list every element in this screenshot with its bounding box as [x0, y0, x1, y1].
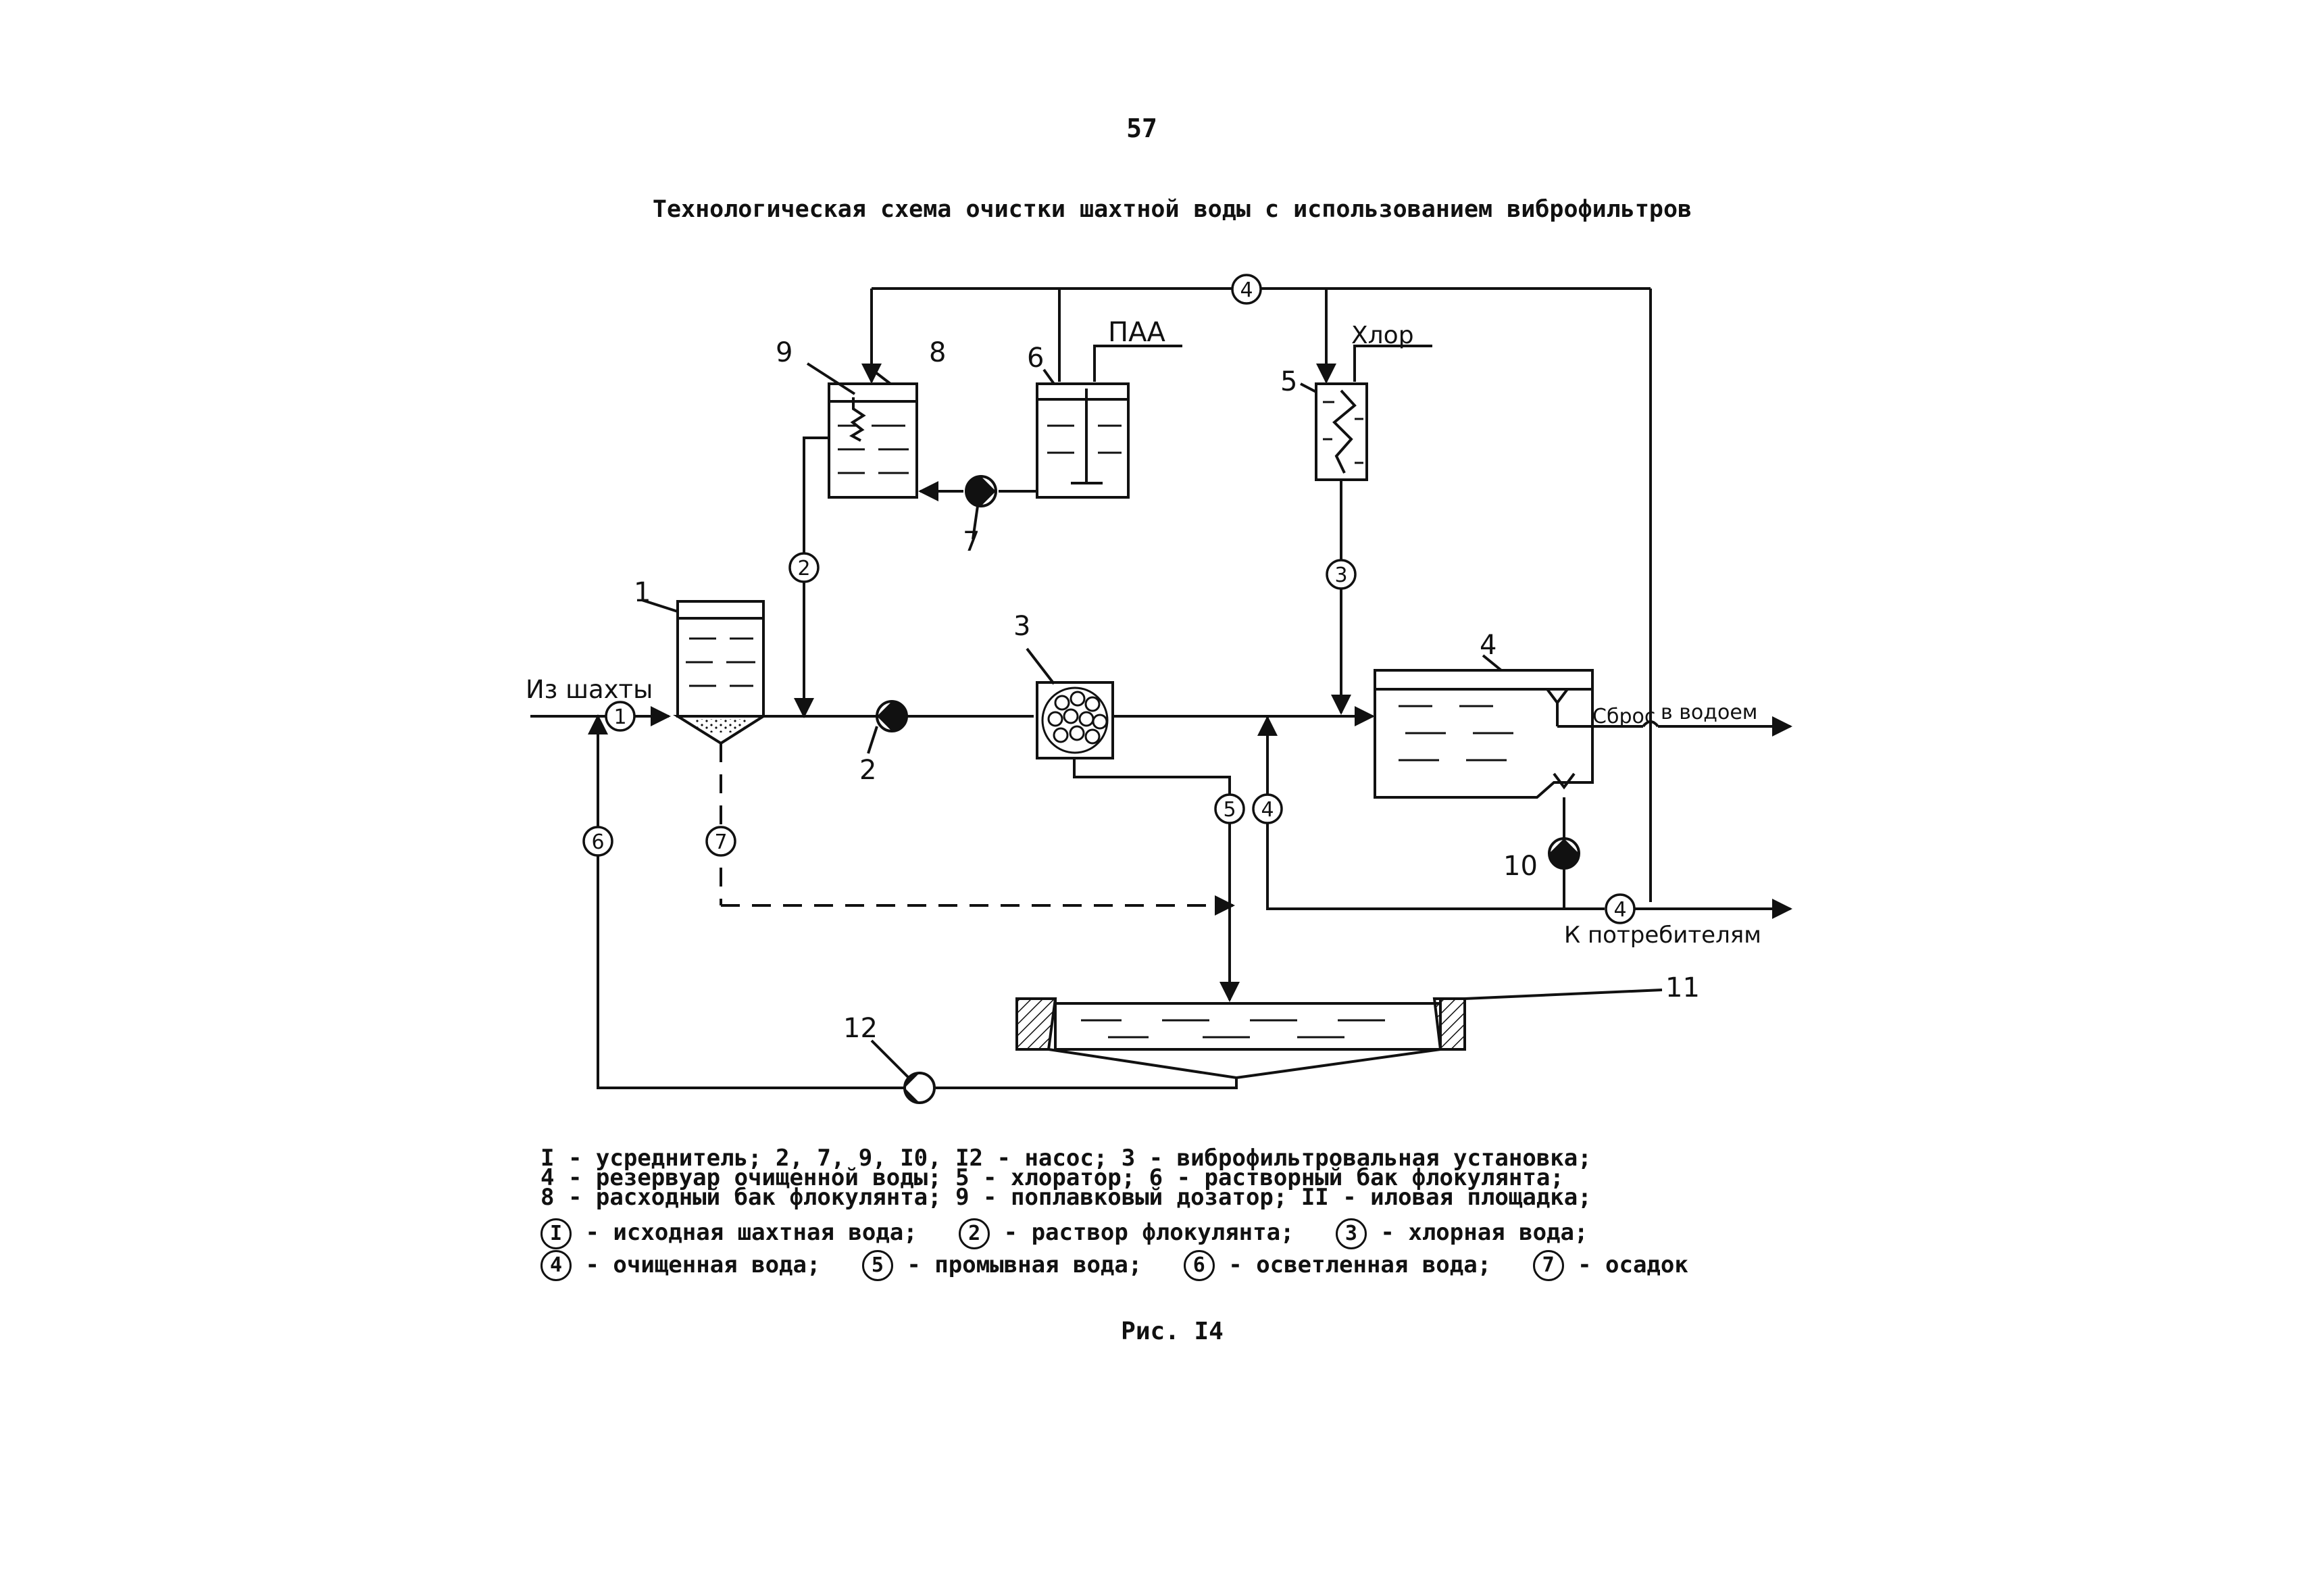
equip-label-8: 8: [929, 337, 946, 368]
clarified-water-line: [936, 1078, 1238, 1089]
legend-line-3: 8 - расходный бак флокулянта; 9 - поплав…: [540, 1184, 1592, 1211]
consumers-label: К потребителям: [1564, 922, 1761, 949]
legend: I - усреднитель; 2, 7, 9, I0, I2 - насос…: [540, 1145, 1824, 1281]
flow-marker-label: 4: [1613, 898, 1626, 922]
tank-8: [828, 382, 918, 499]
paa-label: ПАА: [1108, 317, 1165, 348]
equalizer-sediment: [696, 719, 747, 732]
equip-label-6: 6: [1027, 343, 1044, 374]
equip-label-11: 11: [1665, 972, 1700, 1003]
equip-label-5: 5: [1280, 366, 1297, 397]
flow-marker-label: 5: [1223, 798, 1236, 822]
equip-label-3: 3: [1013, 611, 1030, 642]
flow-marker-circle: [605, 701, 636, 732]
sludge-bed-bottom: [1048, 1048, 1441, 1080]
flocculant-line: [794, 437, 829, 718]
flow-marker-label: 1: [613, 705, 626, 729]
flow-marker-label: 4: [1261, 798, 1274, 822]
figure-caption: Рис. I4: [1121, 1318, 1224, 1345]
flow-marker-circle: [1214, 793, 1245, 824]
flow-marker-label: 2: [797, 557, 810, 580]
legend-flows-row-1: I - исходная шахтная вода; 2 - раствор ф…: [540, 1217, 1824, 1249]
flow-marker-label: 7: [714, 830, 727, 854]
reservoir-4: [1374, 669, 1594, 799]
flow-symbol-2: 2: [959, 1218, 990, 1249]
legend-line-2: 4 - резервуар очищенной воды; 5 - хлорат…: [540, 1164, 1564, 1191]
equip-label-2: 2: [859, 755, 876, 786]
flow-marker-circle: [1252, 793, 1283, 824]
paa-input-line: [1093, 345, 1182, 382]
wash-water-line: [1073, 758, 1240, 1002]
page-number: 57: [1126, 114, 1157, 143]
chlorine-input-line: [1353, 345, 1432, 382]
flow-text-6: - осветленная вода;: [1214, 1251, 1492, 1278]
treated-water-return-line: [1257, 716, 1567, 910]
flow-marker-label: 4: [1240, 278, 1253, 302]
flow-marker-circle: [1326, 559, 1357, 590]
flow-marker-circle: [1231, 274, 1262, 305]
equip-label-9: 9: [776, 337, 793, 368]
flow-symbol-4: 4: [540, 1250, 572, 1281]
float-doser-9: [849, 397, 866, 442]
equip-label-12: 12: [843, 1013, 878, 1044]
equip-label-4: 4: [1480, 630, 1496, 661]
flow-text-1: - исходная шахтная вода;: [572, 1219, 917, 1246]
flow-text-5: - промывная вода;: [892, 1251, 1142, 1278]
legend-line-1: I - усреднитель; 2, 7, 9, I0, I2 - насос…: [540, 1145, 1592, 1172]
flow-marker-circle: [582, 826, 613, 857]
page-title: Технологическая схема очистки шахтной во…: [652, 196, 1692, 223]
flow-symbol-1: I: [540, 1218, 572, 1249]
sludge-wall-right: [1432, 997, 1466, 1051]
flow-marker-circle: [705, 826, 736, 857]
waterbody-label: в водоем: [1661, 701, 1757, 724]
flow-marker-circle: [788, 552, 820, 583]
sludge-wall-left: [1015, 997, 1057, 1051]
flow-text-7: - осадок: [1563, 1251, 1688, 1278]
equip-label-7: 7: [963, 526, 980, 557]
flow-text-2: - раствор флокулянта;: [990, 1219, 1294, 1246]
flow-marker-circle: [1605, 893, 1636, 924]
equip-label-10: 10: [1503, 851, 1538, 882]
flow-text-4: - очищенная вода;: [572, 1251, 821, 1278]
flow-marker-label: 6: [591, 830, 604, 854]
flow-symbol-5: 5: [861, 1250, 893, 1281]
from-mine-label: Из шахты: [526, 675, 653, 704]
flow-symbol-7: 7: [1532, 1250, 1564, 1281]
flow-text-3: - хлорная вода;: [1366, 1219, 1588, 1246]
flow-symbol-6: 6: [1183, 1250, 1215, 1281]
discharge-label: Сброс: [1592, 705, 1655, 728]
flow-symbol-3: 3: [1335, 1218, 1367, 1249]
flow-marker-label: 3: [1334, 564, 1347, 587]
chlorine-label: Хлор: [1351, 322, 1414, 349]
equip-label-1: 1: [634, 577, 651, 608]
legend-flows-row-2: 4 - очищенная вода; 5 - промывная вода; …: [540, 1249, 1824, 1281]
tank-6: [1036, 382, 1130, 499]
